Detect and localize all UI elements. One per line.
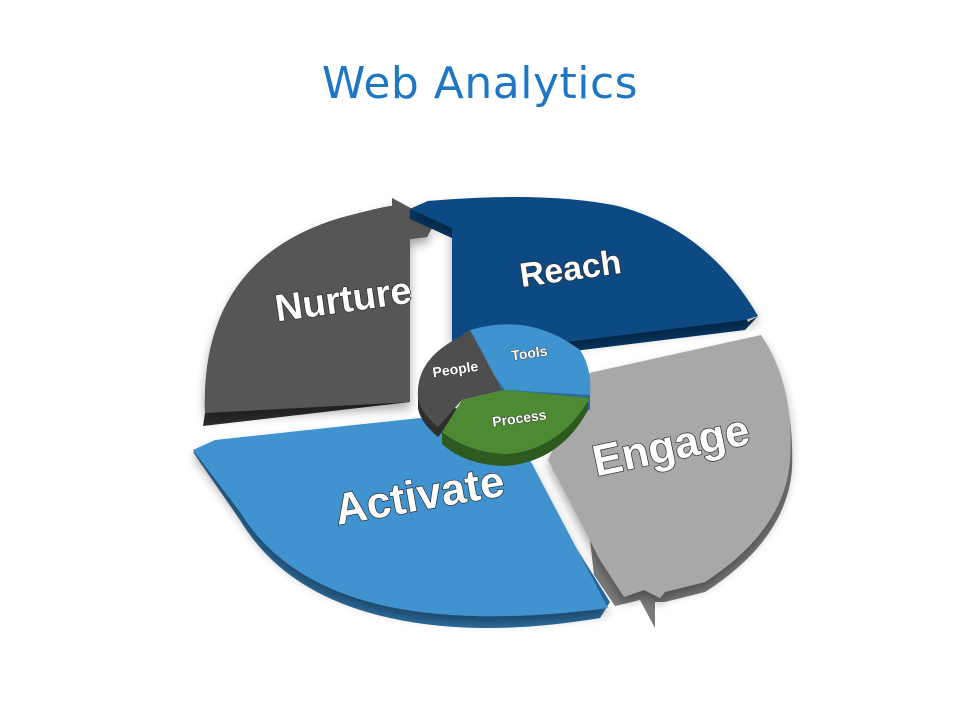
hub-tools [470, 324, 591, 395]
segment-activate [193, 418, 610, 628]
hub [417, 324, 591, 466]
reach-top [410, 197, 758, 356]
nurture-top [204, 198, 432, 413]
segment-nurture [203, 198, 432, 426]
hub-people [417, 330, 505, 427]
hub-process [442, 390, 590, 454]
activate-top [193, 418, 608, 617]
slide-title: Web Analytics [321, 58, 639, 109]
engage-top [548, 335, 791, 598]
segment-engage [548, 335, 793, 628]
hub-label-people: People [431, 358, 479, 380]
segment-reach [410, 197, 758, 366]
hub-label-tools: Tools [510, 343, 548, 364]
